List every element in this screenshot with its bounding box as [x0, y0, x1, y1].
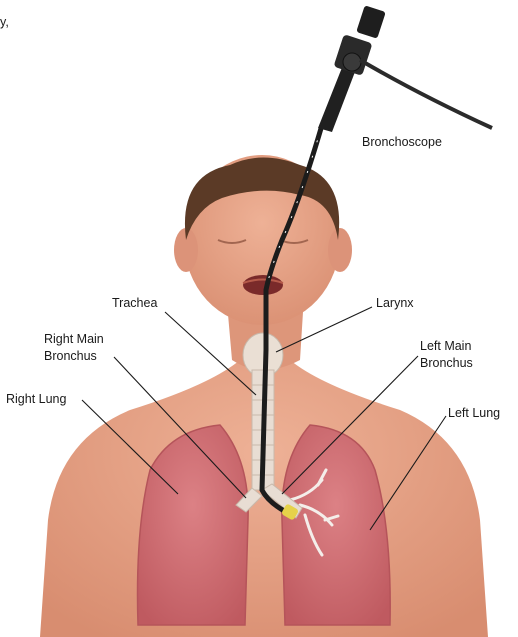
open-mouth: [243, 275, 283, 295]
corner-text-fragment: y,: [0, 15, 9, 29]
label-right-main-bronchus-line1: Right Main: [44, 332, 104, 346]
head: [174, 155, 352, 325]
label-bronchoscope: Bronchoscope: [362, 135, 442, 149]
label-left-main-bronchus-line2: Bronchus: [420, 356, 473, 370]
label-left-lung: Left Lung: [448, 406, 500, 420]
label-left-main-bronchus-line1: Left Main: [420, 339, 471, 353]
label-right-main-bronchus-line2: Bronchus: [44, 349, 97, 363]
label-larynx: Larynx: [376, 296, 414, 310]
label-right-lung: Right Lung: [6, 392, 67, 406]
label-trachea: Trachea: [112, 296, 157, 310]
